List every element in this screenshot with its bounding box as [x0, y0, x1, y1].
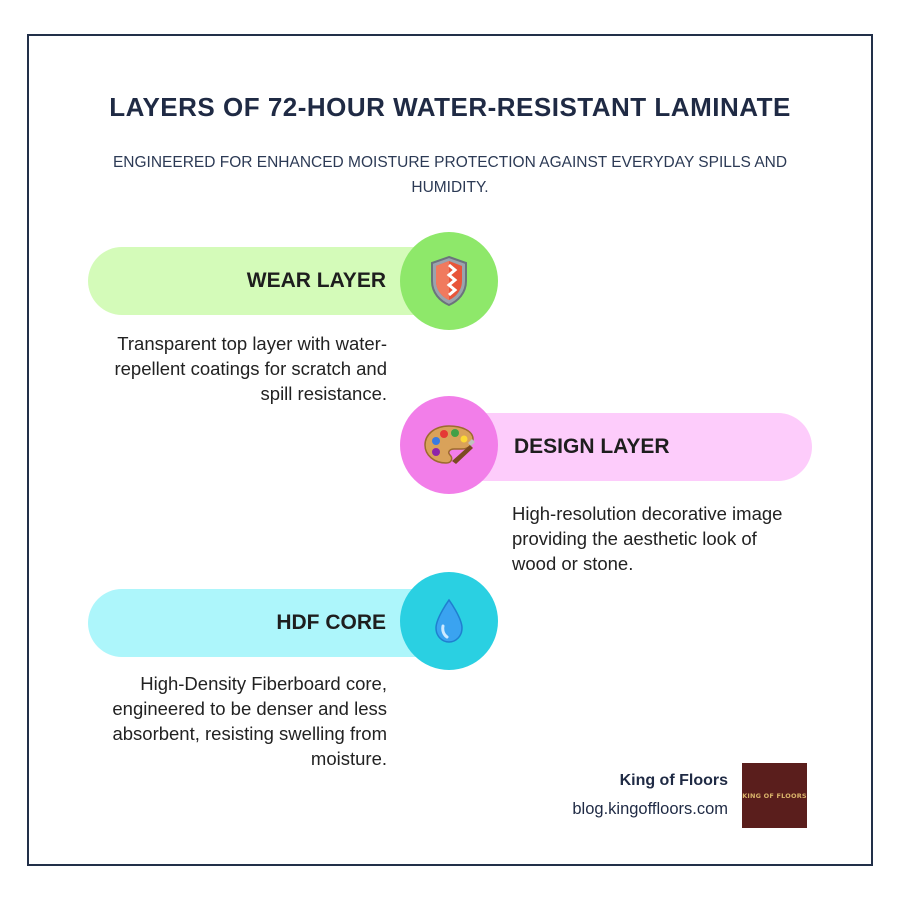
brand-name: King of Floors	[619, 772, 728, 789]
wear-layer-pill: WEAR LAYER	[88, 247, 448, 315]
wear-layer-label: WEAR LAYER	[246, 269, 386, 292]
hdf-core-description: High-Density Fiberboard core, engineered…	[112, 673, 387, 769]
design-layer-label: DESIGN LAYER	[514, 435, 670, 458]
brand-url[interactable]: blog.kingoffloors.com	[572, 800, 728, 818]
wear-layer-description: Transparent top layer with water-repelle…	[114, 333, 387, 404]
infographic-frame	[27, 34, 873, 866]
palette-icon	[424, 425, 475, 464]
water-drop-icon	[435, 598, 463, 643]
design-layer-pill: DESIGN LAYER	[448, 413, 812, 481]
page-title: LAYERS OF 72-HOUR WATER-RESISTANT LAMINA…	[109, 92, 791, 122]
brand-logo: KING OF FLOORS	[742, 763, 807, 828]
brand-logo-text: KING OF FLOORS	[742, 791, 807, 800]
hdf-core-pill: HDF CORE	[88, 589, 448, 657]
wear-layer-badge	[400, 232, 498, 330]
design-layer-badge	[400, 396, 498, 494]
design-layer-description: High-resolution decorative image providi…	[512, 503, 783, 574]
hdf-core-label: HDF CORE	[276, 611, 386, 634]
hdf-core-badge	[400, 572, 498, 670]
page-subtitle: ENGINEERED FOR ENHANCED MOISTURE PROTECT…	[112, 154, 788, 196]
shield-icon	[431, 255, 467, 307]
